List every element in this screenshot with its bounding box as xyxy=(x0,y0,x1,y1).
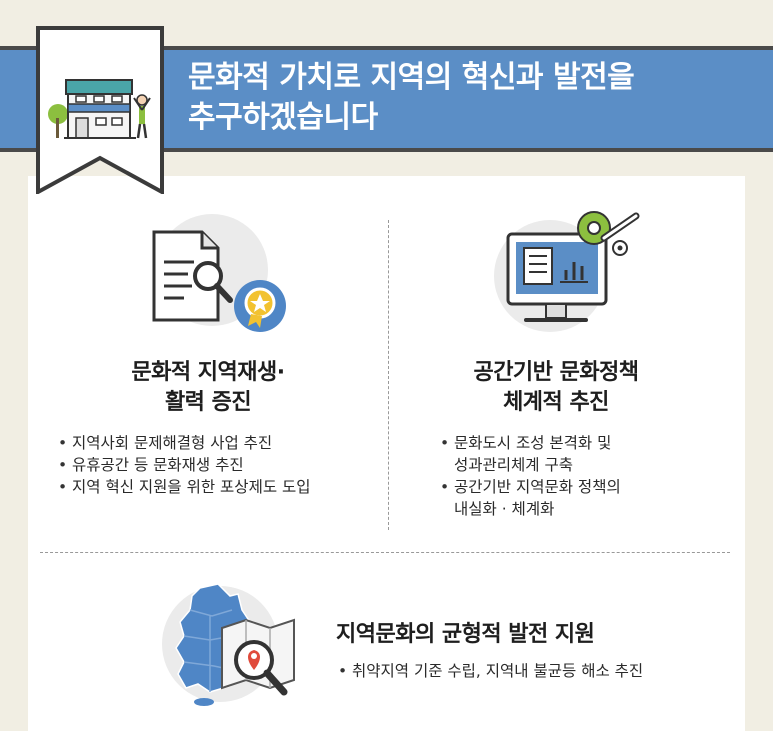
left-bullet-list: 지역사회 문제해결형 사업 추진 유휴공간 등 문화재생 추진 지역 혁신 지원… xyxy=(58,432,378,498)
header-badge xyxy=(36,26,164,196)
building-with-person-icon xyxy=(36,26,164,196)
list-item: 문화도시 조성 본격화 및 성과관리체계 구축 xyxy=(440,432,730,476)
vertical-divider xyxy=(388,220,389,530)
left-title-line-2: 활력 증진 xyxy=(164,390,252,415)
band-top-border xyxy=(0,46,773,50)
document-magnifier-badge-icon xyxy=(152,214,286,332)
right-title-line-2: 체계적 추진 xyxy=(503,390,609,415)
list-item-line: 내실화 · 체계화 xyxy=(454,500,555,518)
right-section-title: 공간기반 문화정책 체계적 추진 xyxy=(430,358,682,418)
left-icon-wrap xyxy=(132,210,302,344)
korea-map-location-icon xyxy=(162,583,295,706)
title-line-1: 문화적 가치로 지역의 혁신과 발전을 xyxy=(188,60,635,95)
right-title-line-1: 공간기반 문화정책 xyxy=(473,360,639,385)
left-title-line-1: 문화적 지역재생· xyxy=(131,360,285,385)
bottom-bullet-list: 취약지역 기준 수립, 지역내 불균등 해소 추진 xyxy=(338,660,738,682)
list-item: 지역사회 문제해결형 사업 추진 xyxy=(58,432,378,454)
page-title: 문화적 가치로 지역의 혁신과 발전을 추구하겠습니다 xyxy=(188,58,748,138)
band-bottom-border xyxy=(0,148,773,152)
list-item-line: 공간기반 지역문화 정책의 xyxy=(454,478,621,496)
right-icon-wrap xyxy=(490,204,650,344)
horizontal-divider xyxy=(40,552,730,553)
bottom-icon-wrap xyxy=(160,574,310,718)
title-line-2: 추구하겠습니다 xyxy=(188,100,378,135)
bottom-section-title: 지역문화의 균형적 발전 지원 xyxy=(336,622,595,647)
list-item: 공간기반 지역문화 정책의 내실화 · 체계화 xyxy=(440,476,730,520)
right-bullet-list: 문화도시 조성 본격화 및 성과관리체계 구축 공간기반 지역문화 정책의 내실… xyxy=(440,432,730,520)
left-section-title: 문화적 지역재생· 활력 증진 xyxy=(80,358,336,418)
list-item-line: 문화도시 조성 본격화 및 xyxy=(454,434,612,452)
list-item: 취약지역 기준 수립, 지역내 불균등 해소 추진 xyxy=(338,660,738,682)
list-item: 유휴공간 등 문화재생 추진 xyxy=(58,454,378,476)
list-item-line: 성과관리체계 구축 xyxy=(454,456,574,474)
monitor-chart-gear-icon xyxy=(494,211,640,332)
list-item: 지역 혁신 지원을 위한 포상제도 도입 xyxy=(58,476,378,498)
